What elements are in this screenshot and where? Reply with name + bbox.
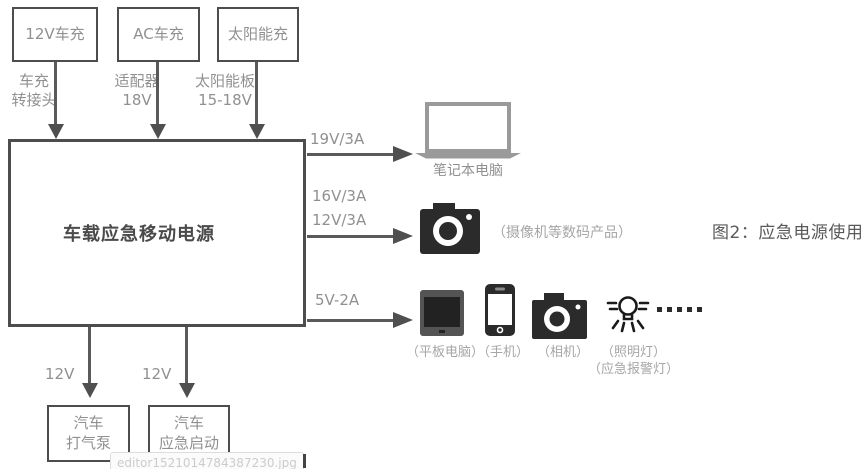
dot-icon (697, 307, 702, 312)
bottom-voltage-label: 12V (45, 365, 75, 383)
note-line: 15-18V (198, 91, 252, 110)
output-rating-16v3a: 16V/3A (312, 187, 367, 205)
input-arrowhead-icon (249, 124, 265, 139)
bottom-arrowhead-icon (82, 383, 98, 398)
input-note-solar-panel: 太阳能板 15-18V (190, 72, 260, 110)
input-box-ac-charger: AC车充 (117, 7, 200, 62)
light-bulb-icon (606, 296, 650, 333)
box-line: 打气泵 (65, 433, 111, 452)
output-rating-12v3a: 12V/3A (312, 211, 367, 229)
input-box-label: AC车充 (133, 24, 184, 43)
input-arrowhead-icon (150, 124, 166, 139)
dot-icon (687, 307, 692, 312)
output-rating-5v2a: 5V-2A (315, 291, 360, 309)
bottom-arrowhead-icon (179, 383, 195, 398)
input-box-12v-car-charger: 12V车充 (12, 7, 98, 62)
note-line: 太阳能板 (194, 72, 255, 90)
note-line: 转接头 (11, 91, 57, 110)
input-note-adapter: 适配器 18V (105, 72, 169, 110)
output-arrow-line (307, 235, 393, 238)
ellipsis-dots (657, 307, 702, 312)
tablet-icon (420, 290, 464, 336)
note-line: 18V (122, 91, 152, 110)
figure-caption: 图2：应急电源使用 (712, 223, 864, 243)
input-arrow-line (156, 62, 159, 126)
phone-icon (485, 284, 515, 336)
filename-tooltip: editor1521014784387230.jpg (110, 452, 304, 469)
input-note-car-charger: 车充 转接头 (5, 72, 63, 110)
box-line: 汽车 (173, 413, 204, 432)
input-arrow-line (54, 62, 57, 126)
tablet-label: （平板电脑） (406, 345, 485, 360)
light-label: （照明灯） (601, 345, 667, 360)
box-line: 应急启动 (158, 433, 219, 452)
laptop-label: 笔记本电脑 (433, 163, 503, 179)
dot-icon (657, 307, 662, 312)
camera-group-label: （摄像机等数码产品） (492, 225, 632, 241)
output-arrowhead-icon (393, 146, 413, 162)
main-unit-box: 车载应急移动电源 (8, 139, 306, 327)
bottom-voltage-label: 12V (142, 365, 172, 383)
input-box-label: 太阳能充 (227, 24, 288, 43)
main-unit-title: 车载应急移动电源 (63, 224, 215, 245)
dot-icon (677, 307, 682, 312)
bottom-arrow-line (185, 327, 188, 384)
note-line: 车充 (18, 72, 49, 90)
camera-icon (420, 203, 480, 254)
phone-label: （手机） (477, 345, 530, 360)
output-arrowhead-icon (393, 228, 413, 244)
output-rating-19v3a: 19V/3A (310, 130, 365, 148)
input-box-label: 12V车充 (25, 24, 85, 43)
output-arrow-line (307, 153, 393, 156)
alarm-light-label: （应急报警灯） (588, 362, 680, 377)
bottom-arrow-line (88, 327, 91, 384)
box-line: 汽车 (73, 413, 104, 432)
dot-icon (667, 307, 672, 312)
note-line: 适配器 (114, 72, 160, 90)
camera-label: （相机） (537, 345, 590, 360)
camera-icon (532, 293, 587, 339)
laptop-icon (415, 102, 521, 159)
input-arrowhead-icon (48, 124, 64, 139)
input-arrow-line (255, 62, 258, 126)
input-box-solar-charger: 太阳能充 (217, 7, 299, 62)
text-cursor-icon (303, 454, 306, 468)
output-arrowhead-icon (393, 312, 413, 328)
output-arrow-line (307, 319, 393, 322)
